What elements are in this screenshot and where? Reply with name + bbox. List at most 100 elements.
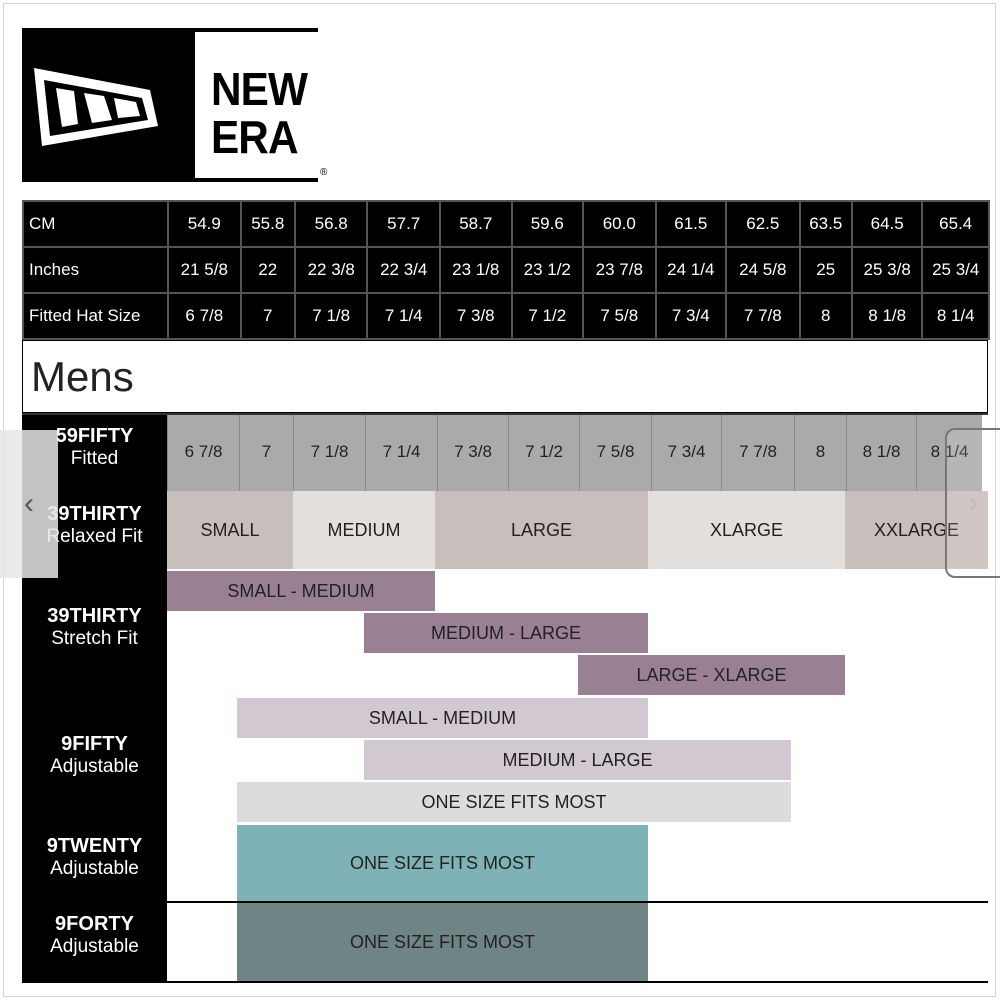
model-name: 39THIRTY (47, 503, 142, 525)
model-fit: Fitted (70, 448, 119, 469)
model-name: 9TWENTY (46, 835, 143, 857)
size-cell: 64.5 (850, 200, 924, 248)
fitted-size-cell: 6 7/8 (167, 413, 239, 491)
size-cell: 7 1/2 (510, 292, 585, 340)
size-cell: 25 3/8 (850, 246, 924, 294)
size-cell: 23 7/8 (582, 246, 657, 294)
fitted-size-cell: 8 1/8 (846, 413, 916, 491)
fitted-size-cell: 7 1/2 (508, 413, 579, 491)
fitted-size-cell: 8 (794, 413, 846, 491)
relaxed-band-xxlarge: XXLARGE (845, 491, 988, 569)
section-title: Mens (31, 353, 134, 400)
size-cell: 21 5/8 (167, 246, 242, 294)
size-cell: 7 7/8 (725, 292, 801, 340)
chevron-right-icon: › (968, 486, 979, 519)
size-cell: 22 3/4 (366, 246, 441, 294)
logo-wordmark: NEW ERA (195, 32, 335, 178)
size-cell: 60.0 (582, 200, 657, 248)
row-divider (22, 901, 988, 903)
fitted-size-cell: 7 3/4 (651, 413, 721, 491)
row-label: Inches (21, 246, 170, 294)
row-divider (22, 413, 988, 415)
relaxed-band-large: LARGE (435, 491, 648, 569)
size-cell: 22 3/8 (293, 246, 369, 294)
size-cell: 25 3/4 (921, 246, 990, 294)
size-cell: 24 5/8 (725, 246, 801, 294)
relaxed-band-medium: MEDIUM (293, 491, 435, 569)
fitted-size-cell: 7 5/8 (579, 413, 651, 491)
size-cell: 6 7/8 (167, 292, 242, 340)
size-cell: 7 (239, 292, 296, 340)
new-era-logo: NEW ERA (22, 28, 335, 182)
model-name: 59FIFTY (55, 425, 134, 447)
size-cell: 63.5 (798, 200, 853, 248)
stretch-band-medium-large: MEDIUM - LARGE (364, 613, 648, 653)
model-fit: Adjustable (50, 756, 139, 777)
size-cell: 8 1/8 (850, 292, 924, 340)
model-fit: Adjustable (50, 858, 139, 879)
model-fit: Relaxed Fit (46, 526, 143, 547)
relaxed-band-small: SMALL (167, 491, 293, 569)
fitted-size-cell: 7 7/8 (721, 413, 794, 491)
size-cell: 23 1/2 (510, 246, 585, 294)
model-name: 9FORTY (55, 913, 134, 935)
9forty-band-one-size: ONE SIZE FITS MOST (237, 903, 648, 981)
size-cell: 25 (798, 246, 853, 294)
fitted-size-cell: 8 1/4 (916, 413, 982, 491)
fitted-size-cell: 7 3/8 (437, 413, 508, 491)
size-cell: 7 3/4 (654, 292, 728, 340)
size-cell: 7 5/8 (582, 292, 657, 340)
chevron-left-icon: ‹ (24, 487, 34, 520)
size-cell: 54.9 (167, 200, 242, 248)
flag-logo-icon (22, 28, 172, 182)
row-divider (22, 981, 988, 983)
size-cell: 7 3/8 (438, 292, 513, 340)
size-cell: 58.7 (438, 200, 513, 248)
row-label: CM (21, 200, 170, 248)
9twenty-band-one-size: ONE SIZE FITS MOST (237, 825, 648, 901)
size-cell: 24 1/4 (654, 246, 728, 294)
label-9fifty: 9FIFTY Adjustable (22, 697, 167, 823)
size-cell: 65.4 (921, 200, 990, 248)
stretch-band-large-xlarge: LARGE - XLARGE (578, 655, 845, 695)
model-fit: Adjustable (50, 936, 139, 957)
label-9twenty: 9TWENTY Adjustable (22, 823, 167, 901)
stretch-band-small-medium: SMALL - MEDIUM (167, 571, 435, 611)
size-cell: 7 1/4 (366, 292, 441, 340)
size-cell: 22 (239, 246, 296, 294)
model-name: 9FIFTY (61, 733, 128, 755)
size-cell: 62.5 (725, 200, 801, 248)
section-title-bar: Mens (22, 340, 988, 413)
registered-mark: ® (320, 167, 328, 178)
fitted-size-cell: 7 1/4 (365, 413, 437, 491)
size-cell: 57.7 (366, 200, 441, 248)
logo-word-new: NEW (211, 63, 308, 115)
adjustable-band-small-medium: SMALL - MEDIUM (237, 698, 648, 738)
adjustable-band-one-size: ONE SIZE FITS MOST (237, 782, 791, 822)
size-cell: 55.8 (239, 200, 296, 248)
label-39thirty-stretch: 39THIRTY Stretch Fit (22, 569, 167, 697)
adjustable-band-medium-large: MEDIUM - LARGE (364, 740, 791, 780)
logo-word-era: ERA (211, 111, 299, 163)
model-fit: Stretch Fit (51, 628, 138, 649)
fitted-size-cell: 7 1/8 (293, 413, 365, 491)
size-cell: 61.5 (654, 200, 728, 248)
size-cell: 23 1/8 (438, 246, 513, 294)
size-cell: 59.6 (510, 200, 585, 248)
carousel-prev-button[interactable]: ‹ (0, 430, 58, 578)
size-cell: 7 1/8 (293, 292, 369, 340)
size-cell: 8 (798, 292, 853, 340)
size-cell: 56.8 (293, 200, 369, 248)
size-cell: 8 1/4 (921, 292, 990, 340)
carousel-next-button[interactable]: › (945, 428, 1000, 578)
label-9forty: 9FORTY Adjustable (22, 901, 167, 983)
model-name: 39THIRTY (47, 605, 142, 627)
relaxed-band-xlarge: XLARGE (648, 491, 845, 569)
fitted-size-cell: 7 (239, 413, 293, 491)
row-label: Fitted Hat Size (21, 292, 170, 340)
